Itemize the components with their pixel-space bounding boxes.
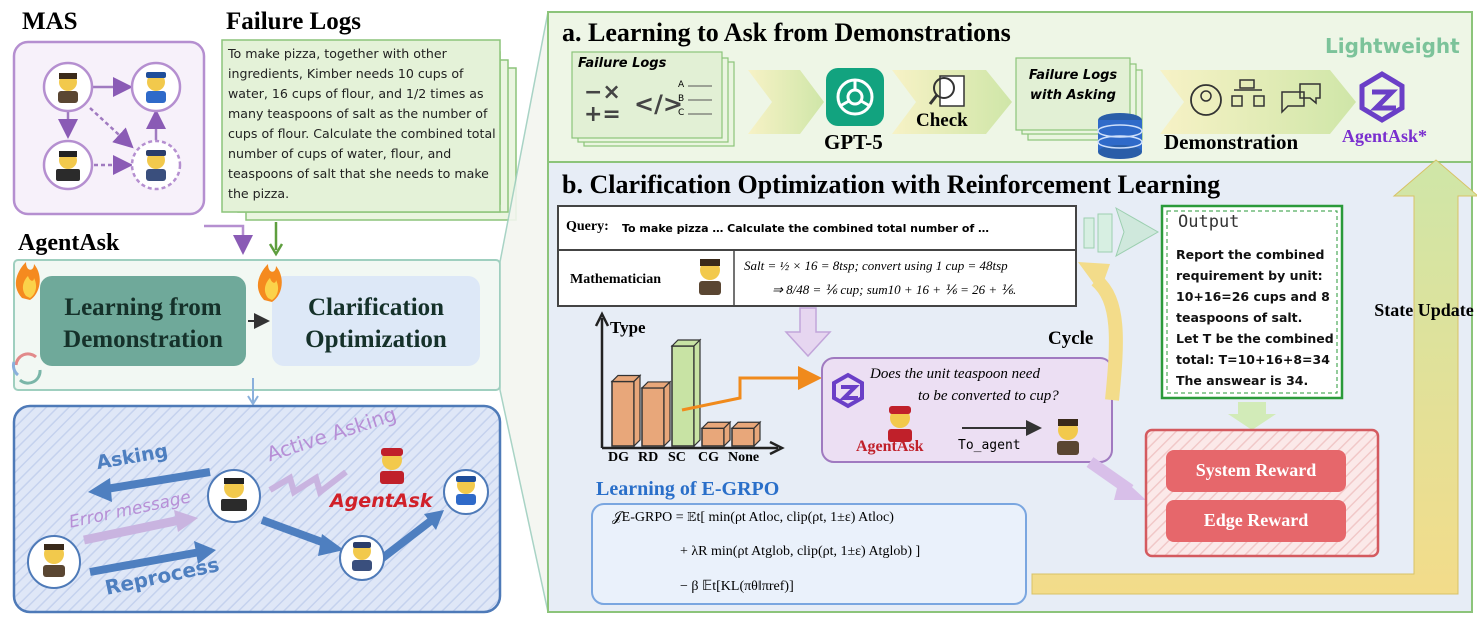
system-reward-label: System Reward	[1195, 460, 1317, 480]
panel-b-title: b. Clarification Optimization with Reinf…	[562, 170, 1221, 199]
state-update-label: State Update	[1374, 300, 1474, 320]
asking-flow-arrows	[83, 468, 444, 576]
bar-side-cg	[723, 420, 731, 448]
bar-side-dg	[633, 374, 641, 448]
to-agent-label: To_agent	[958, 438, 1021, 453]
code-icon: </>	[634, 90, 683, 118]
agentask-clarifier-label: AgentAsk	[856, 438, 924, 455]
tick-label-sc: SC	[668, 450, 686, 465]
tick-label-cg: CG	[698, 450, 719, 465]
option-a: A	[678, 80, 685, 90]
agentask-figure-icon	[888, 406, 912, 442]
formula-line-3: − β 𝔼t[KL(πθ‖πref)]	[680, 579, 794, 594]
type-chart	[594, 311, 785, 456]
module-1-label: Learning from Demonstration	[63, 294, 223, 353]
output-line: The answear is 34.	[1176, 373, 1309, 388]
formula-line-2: + λR min(ρt Atglob, clip(ρt, 1±ε) Atglob…	[680, 544, 921, 559]
output-line: 10+16=26 cups and 8	[1176, 289, 1330, 304]
module-2-label: Clarification Optimization	[305, 294, 447, 353]
bar-none	[731, 427, 755, 447]
query-table	[557, 205, 1077, 307]
bar-side-none	[753, 420, 761, 448]
formula-line-1: 𝒥E-GRPO = 𝔼t[ min(ρt Atloc, clip(ρt, 1±ε…	[612, 510, 894, 525]
bar-dg	[611, 380, 635, 447]
output-line: Report the combined	[1176, 247, 1325, 262]
math-line-1: Salt = ½ × 16 = 8tsp; convert using 1 cu…	[744, 258, 1008, 273]
check-magnifier-icon	[928, 75, 965, 107]
failure-logs-stack	[221, 39, 517, 221]
egrpo-title: Learning of E-GRPO	[596, 478, 780, 500]
option-c: C	[678, 108, 685, 118]
demonstration-icons	[1190, 79, 1321, 116]
query-label: Query:	[566, 219, 609, 234]
mas-title: MAS	[22, 8, 78, 35]
query-to-output-arrow	[1083, 206, 1160, 258]
panel-a-failure-logs	[571, 51, 735, 147]
system-reward-card	[1166, 450, 1346, 492]
output-box	[1160, 204, 1344, 400]
lightweight-label: Lightweight	[1325, 34, 1460, 58]
mathematician-avatar	[699, 259, 721, 295]
type-axis-label: Type	[610, 318, 646, 337]
tick-label-dg: DG	[608, 450, 629, 465]
bar-side-rd	[663, 380, 671, 448]
output-title: Output	[1178, 212, 1240, 232]
clarification-agentask-logo-icon	[832, 372, 864, 409]
demonstration-label: Demonstration	[1164, 130, 1299, 154]
mas-box	[12, 40, 206, 216]
agent-figure-icons	[56, 72, 166, 181]
bar-side-sc	[693, 338, 701, 448]
check-label: Check	[916, 110, 968, 131]
bar-rd	[641, 387, 665, 447]
flame-icon	[15, 262, 40, 300]
edge-reward-card	[1166, 500, 1346, 542]
edge-reward-label: Edge Reward	[1203, 510, 1309, 530]
failure-log-text: To make pizza, together with other ingre…	[228, 46, 496, 201]
target-agent-figure-icon	[1057, 419, 1079, 455]
output-line: total: T=10+16+8=34	[1176, 352, 1330, 367]
agentask-title: AgentAsk	[18, 230, 120, 256]
output-line: teaspoons of salt.	[1176, 310, 1303, 325]
database-icon	[1097, 113, 1143, 159]
output-line: Let T be the combined	[1176, 331, 1334, 346]
module-learning-from-demonstration	[40, 276, 246, 366]
tick-label-none: None	[728, 450, 760, 465]
gpt-logo-icon	[826, 68, 884, 126]
question-line-1: Does the unit teaspoon need	[870, 366, 1040, 382]
query-text: To make pizza … Calculate the combined t…	[622, 222, 990, 235]
module-clarification-optimization	[272, 276, 480, 366]
flow-agent-icons	[27, 448, 489, 589]
math-symbols-icon: −×+=	[584, 80, 621, 127]
failure-logs-title: Failure Logs	[226, 8, 361, 35]
flame-icon-2	[257, 264, 282, 302]
cycle-icon	[12, 352, 42, 385]
panel-a-failure-logs-label: Failure Logs	[578, 56, 667, 71]
output-line: requirement by unit:	[1176, 268, 1323, 283]
mathematician-label: Mathematician	[570, 272, 661, 287]
gpt-label: GPT-5	[824, 130, 883, 154]
flow-agentask-label: AgentAsk	[330, 490, 433, 512]
tick-label-rd: RD	[638, 450, 659, 465]
question-line-2: to be converted to cup?	[918, 388, 1059, 404]
egrpo-formula-box	[591, 503, 1027, 605]
panel-a-title: a. Learning to Ask from Demonstrations	[562, 18, 1011, 47]
math-line-2: ⇒ 8/48 = ⅙ cup; sum10 + 16 + ⅙ = 26 + ⅙.	[772, 282, 1017, 297]
cycle-label: Cycle	[1048, 328, 1094, 349]
state-update-arrow	[1031, 159, 1477, 595]
option-b: B	[678, 94, 685, 104]
agentask-logo-icon	[1359, 71, 1405, 123]
failure-logs-asking-label: Failure Logs with Asking	[1028, 68, 1118, 103]
bar-cg	[701, 427, 725, 447]
output-lines: Report the combined requirement by unit:…	[1176, 244, 1340, 391]
agentask-star-label: AgentAsk*	[1342, 126, 1428, 146]
bar-sc	[671, 345, 695, 447]
